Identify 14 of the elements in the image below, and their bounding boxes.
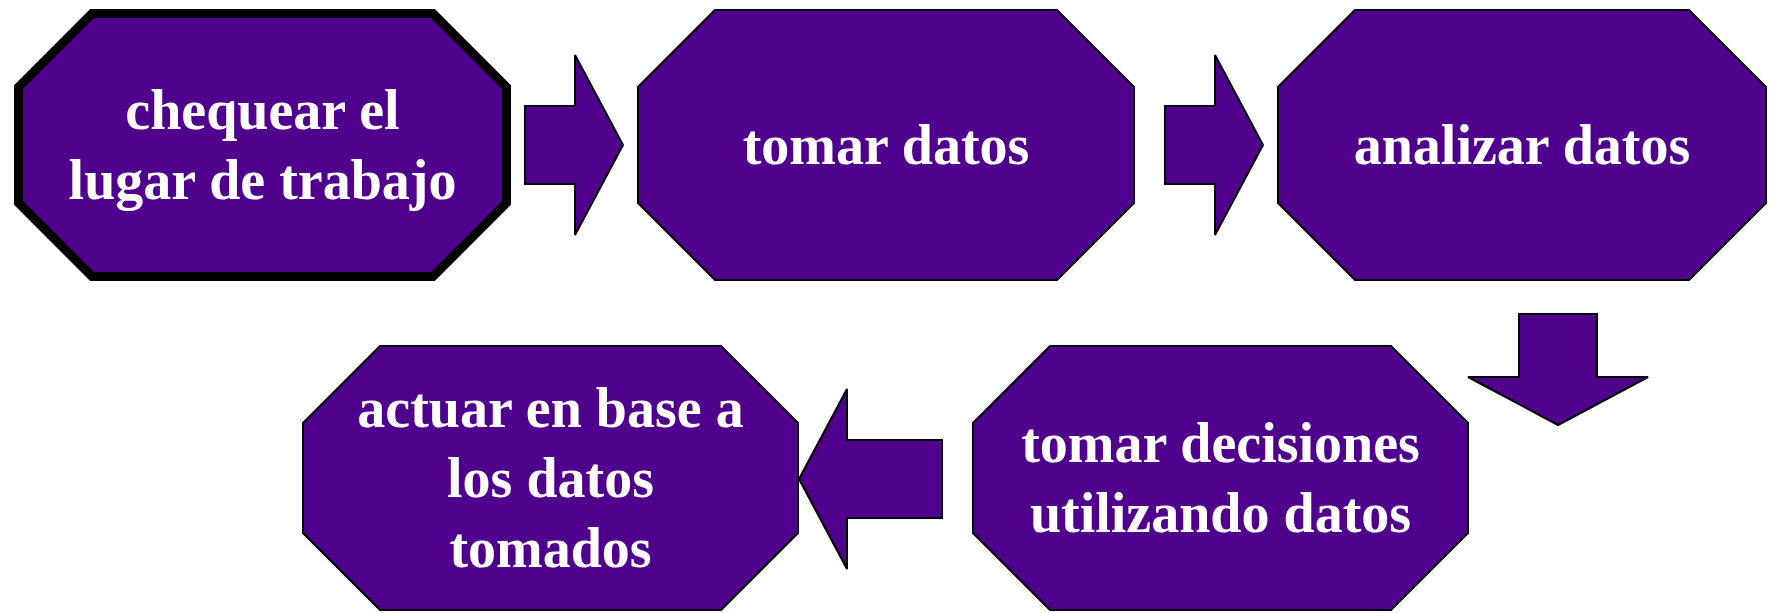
step-text: analizar datos xyxy=(1353,113,1691,178)
block-arrow xyxy=(524,54,625,236)
step-text: tomar decisiones utilizando datos xyxy=(1020,411,1421,546)
octagon-step xyxy=(14,9,511,281)
block-arrow xyxy=(797,388,943,570)
step-text: actuar en base a los datos tomados xyxy=(356,376,745,581)
block-arrow xyxy=(1467,313,1649,427)
octagon-step xyxy=(972,345,1469,611)
step-text: tomar datos xyxy=(742,113,1030,178)
step-text: chequear el lugar de trabajo xyxy=(67,78,458,213)
octagon-step xyxy=(302,345,799,611)
octagon-step xyxy=(1277,9,1767,281)
octagon-step xyxy=(637,9,1135,281)
block-arrow xyxy=(1164,54,1265,236)
